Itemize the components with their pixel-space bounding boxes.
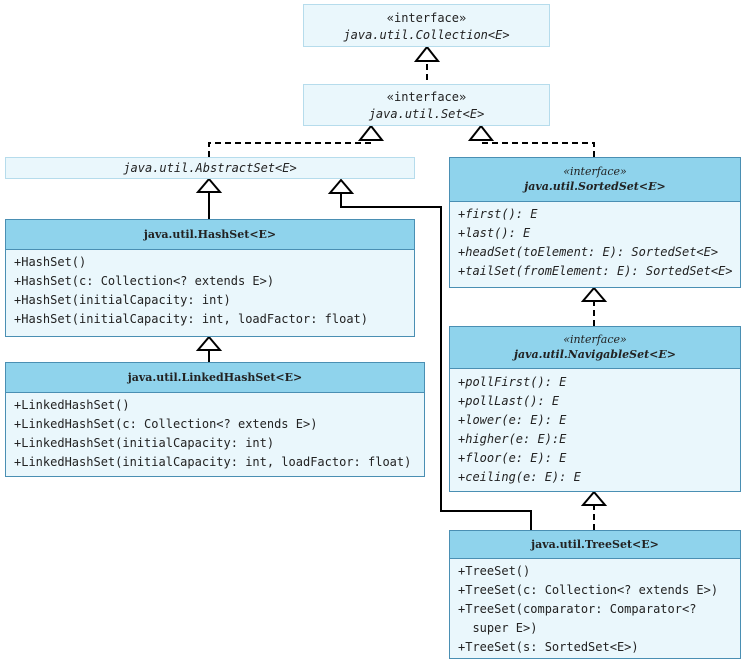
- linkedhashset-constructor: +LinkedHashSet(initialCapacity: int): [14, 436, 275, 450]
- hashset-constructor: +HashSet(initialCapacity: int): [14, 293, 231, 307]
- arrowhead-abstractset-right: [327, 178, 355, 194]
- hashset-constructor: +HashSet(initialCapacity: int, loadFacto…: [14, 312, 369, 326]
- treeset-class-box: java.util.TreeSet<E> +TreeSet() +TreeSet…: [449, 530, 741, 659]
- navigableset-method: +pollFirst(): E: [458, 375, 567, 389]
- navigableset-method: +ceiling(e: E): E: [458, 470, 581, 484]
- set-stereotype: «interface»: [386, 90, 467, 104]
- navigableset-method: +floor(e: E): E: [458, 451, 567, 465]
- hashset-methods: +HashSet() +HashSet(c: Collection<? exte…: [6, 250, 414, 336]
- treeset-constructor: +TreeSet(): [458, 564, 531, 578]
- arrowhead-abstractset-left: [195, 177, 223, 193]
- navigableset-stereotype: «interface»: [563, 333, 627, 346]
- collection-name: java.util.Collection<E>: [343, 28, 510, 42]
- hashset-constructor: +HashSet(c: Collection<? extends E>): [14, 274, 275, 288]
- set-name: java.util.Set<E>: [368, 107, 485, 121]
- collection-interface-box: «interface» java.util.Collection<E>: [303, 4, 550, 47]
- navigableset-method: +higher(e: E):E: [458, 432, 567, 446]
- abstractset-to-set-connector: [208, 140, 372, 157]
- treeset-constructor-continuation: super E>): [458, 621, 538, 635]
- sortedset-name: java.util.SortedSet<E>: [524, 180, 666, 193]
- navigableset-methods: +pollFirst(): E +pollLast(): E +lower(e:…: [450, 369, 740, 491]
- treeset-constructor: +TreeSet(s: SortedSet<E>): [458, 640, 639, 654]
- arrowhead-set-left: [357, 124, 385, 141]
- sortedset-to-set-connector: [480, 140, 595, 157]
- linkedhashset-constructor: +LinkedHashSet(initialCapacity: int, loa…: [14, 455, 412, 469]
- arrowhead-set-right: [467, 124, 495, 141]
- hashset-header: java.util.HashSet<E>: [6, 220, 414, 250]
- navigableset-method: +pollLast(): E: [458, 394, 560, 408]
- arrowhead-hashset: [195, 335, 223, 351]
- navigableset-interface-box: «interface» java.util.NavigableSet<E> +p…: [449, 326, 741, 492]
- arrowhead-sortedset: [580, 286, 608, 302]
- arrowhead-collection: [413, 45, 441, 62]
- sortedset-stereotype: «interface»: [563, 165, 627, 178]
- sortedset-method: +tailSet(fromElement: E): SortedSet<E>: [458, 264, 733, 278]
- sortedset-method: +last(): E: [458, 226, 531, 240]
- treeset-constructor: +TreeSet(comparator: Comparator<?: [458, 602, 697, 616]
- hashset-class-box: java.util.HashSet<E> +HashSet() +HashSet…: [5, 219, 415, 337]
- linkedhashset-class-box: java.util.LinkedHashSet<E> +LinkedHashSe…: [5, 362, 425, 477]
- treeset-header: java.util.TreeSet<E>: [450, 531, 740, 559]
- sortedset-methods: +first(): E +last(): E +headSet(toElemen…: [450, 202, 740, 287]
- treeset-constructor: +TreeSet(c: Collection<? extends E>): [458, 583, 719, 597]
- hashset-name: java.util.HashSet<E>: [143, 228, 277, 241]
- linkedhashset-constructor: +LinkedHashSet(c: Collection<? extends E…: [14, 417, 318, 431]
- linkedhashset-constructor: +LinkedHashSet(): [14, 398, 130, 412]
- sortedset-interface-box: «interface» java.util.SortedSet<E> +firs…: [449, 157, 741, 288]
- set-interface-box: «interface» java.util.Set<E>: [303, 84, 550, 126]
- navigableset-header: «interface» java.util.NavigableSet<E>: [450, 327, 740, 369]
- linkedhashset-name: java.util.LinkedHashSet<E>: [127, 371, 303, 384]
- treeset-methods: +TreeSet() +TreeSet(c: Collection<? exte…: [450, 559, 740, 658]
- treeset-name: java.util.TreeSet<E>: [531, 538, 659, 551]
- sortedset-method: +first(): E: [458, 207, 538, 221]
- sortedset-method: +headSet(toElement: E): SortedSet<E>: [458, 245, 719, 259]
- linkedhashset-header: java.util.LinkedHashSet<E>: [6, 363, 424, 393]
- abstractset-class-box: java.util.AbstractSet<E>: [5, 157, 415, 179]
- abstractset-name: java.util.AbstractSet<E>: [123, 161, 297, 175]
- navigableset-name: java.util.NavigableSet<E>: [513, 348, 676, 361]
- navigableset-method: +lower(e: E): E: [458, 413, 567, 427]
- arrowhead-navigableset: [580, 490, 608, 506]
- collection-stereotype: «interface»: [386, 11, 467, 25]
- hashset-constructor: +HashSet(): [14, 255, 87, 269]
- sortedset-header: «interface» java.util.SortedSet<E>: [450, 158, 740, 202]
- linkedhashset-methods: +LinkedHashSet() +LinkedHashSet(c: Colle…: [6, 393, 424, 476]
